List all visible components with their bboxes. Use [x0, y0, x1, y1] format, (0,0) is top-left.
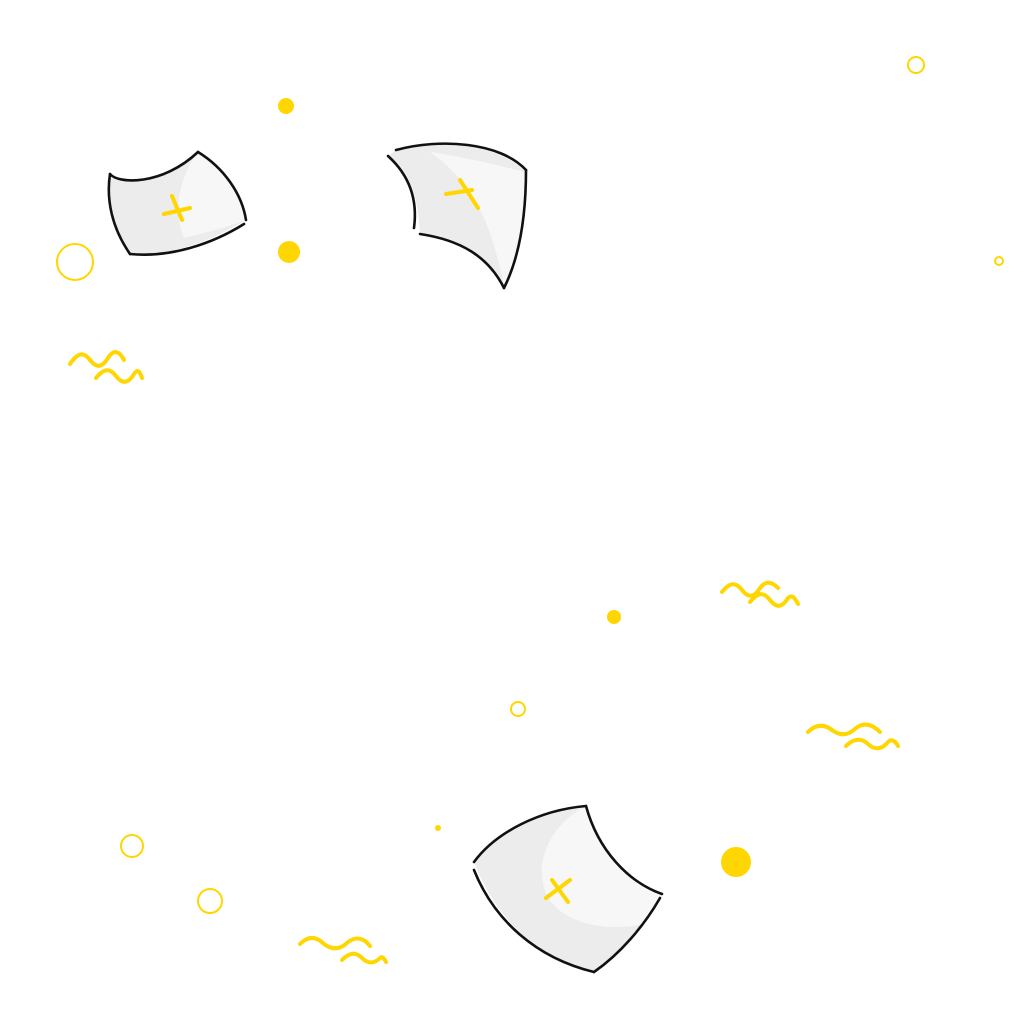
ring-icon — [907, 56, 925, 74]
filled-dot-icon — [607, 610, 621, 624]
wavy-squiggle-icon — [720, 580, 800, 608]
wind-streak-icon — [404, 370, 768, 417]
wind-streak-icon — [242, 724, 638, 800]
x-mark-icon — [444, 178, 480, 210]
filled-dots — [278, 98, 751, 877]
paper-scrap-icon — [107, 150, 248, 256]
wavy-squiggle-icon — [298, 936, 388, 965]
wavy-squiggle-icon — [806, 722, 900, 751]
x-mark-icon — [544, 878, 572, 904]
ring-icon — [994, 256, 1004, 266]
filled-dot-icon — [278, 241, 300, 263]
paper-scrap-icon — [386, 142, 528, 290]
ring-icon — [56, 243, 94, 281]
wind-streak-icon — [92, 299, 332, 319]
wind-streak-icon — [544, 294, 768, 345]
filled-dot-icon — [435, 825, 441, 831]
ring-icon — [510, 701, 526, 717]
filled-dot-icon — [278, 98, 294, 114]
wind-streak-icon — [368, 73, 744, 128]
paper-scrap-icon — [472, 804, 664, 974]
ring-icon — [197, 888, 223, 914]
rings — [56, 56, 1004, 914]
x-mark-icon — [162, 194, 192, 222]
wavy-squiggle-icon — [68, 350, 144, 384]
wind-streak-icon — [606, 646, 946, 687]
squiggles — [68, 350, 900, 965]
ring-icon — [120, 834, 144, 858]
filled-dot-icon — [721, 847, 751, 877]
wind-streak-icon — [590, 763, 966, 801]
